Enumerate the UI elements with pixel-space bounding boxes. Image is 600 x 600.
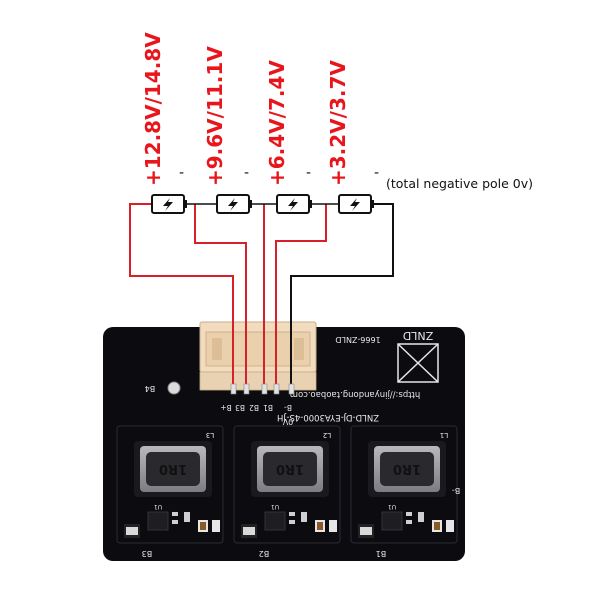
pin-terminal [230, 383, 237, 395]
board-model: ZNLD-DJ-EYA3000-4S-JH [277, 412, 379, 422]
minus-sign: - [374, 165, 380, 181]
minus-sign: - [179, 165, 185, 181]
voltage-label-b-plus: +12.8V/14.8V [141, 32, 165, 186]
chip-ref: U1 [388, 503, 396, 510]
channel-area [233, 425, 341, 544]
wire-b-plus [129, 203, 234, 392]
svg-text:1R0: 1R0 [159, 461, 187, 476]
smd-components-3 [358, 511, 454, 538]
inductor-ref: L3 [206, 431, 214, 439]
battery-cell-icon [216, 194, 252, 214]
inductor-ref: L1 [440, 431, 448, 439]
minus-sign: - [306, 165, 312, 181]
right-b-minus: B- [452, 486, 460, 495]
battery-cell-icon [151, 194, 187, 214]
warning-box-icon [397, 343, 439, 383]
channel-area [350, 425, 458, 544]
inductor-3: 1R0 [368, 441, 446, 497]
battery-cell-icon [276, 194, 312, 214]
voltage-label-b3: +9.6V/11.1V [203, 46, 227, 186]
pin-label: B- [284, 403, 292, 412]
voltage-label-b2: +6.4V/7.4V [265, 60, 289, 186]
b4-label: B4 [145, 384, 156, 393]
pin-terminal [288, 383, 295, 395]
board-brand: ZNLD [403, 329, 433, 342]
pin-label: B2 [249, 403, 259, 412]
inductor-ref: L2 [323, 431, 331, 439]
svg-text:1R0: 1R0 [276, 461, 304, 476]
board-code: 1666-ZNLD [335, 335, 380, 344]
lightning-bolt-icon [288, 198, 298, 211]
pin-terminal [243, 383, 250, 395]
wire-b1 [275, 204, 327, 392]
pin-label: B+ [220, 403, 231, 412]
inductor-2: 1R0 [251, 441, 329, 497]
channel-label: B3 [142, 549, 153, 558]
smd-components-1 [124, 511, 220, 538]
lightning-bolt-icon [350, 198, 360, 211]
chip-ref: U1 [271, 503, 279, 510]
channel-label: B2 [259, 549, 270, 558]
wire-b-minus [290, 203, 394, 392]
ground-label: 0V [282, 417, 293, 426]
mounting-hole [167, 381, 181, 395]
battery-cell-icon [338, 194, 374, 214]
smd-components-2 [241, 511, 337, 538]
pin-label: B3 [235, 403, 245, 412]
svg-text:1R0: 1R0 [393, 461, 421, 476]
lightning-bolt-icon [228, 198, 238, 211]
pin-terminal [273, 383, 280, 395]
voltage-label-b1: +3.2V/3.7V [326, 60, 350, 186]
minus-sign: - [244, 165, 250, 181]
negative-pole-note: (total negative pole 0v) [386, 176, 534, 191]
pin-label: B1 [263, 403, 273, 412]
lightning-bolt-icon [163, 198, 173, 211]
chip-ref: U1 [154, 503, 162, 510]
board-url: https://jinyandong.taobao.com [290, 389, 421, 399]
channel-label: B1 [376, 549, 387, 558]
jst-connector [199, 321, 317, 391]
inductor-1: 1R0 [134, 441, 212, 497]
channel-area [116, 425, 224, 544]
pin-terminal [261, 383, 268, 395]
wire-b3 [194, 204, 247, 392]
